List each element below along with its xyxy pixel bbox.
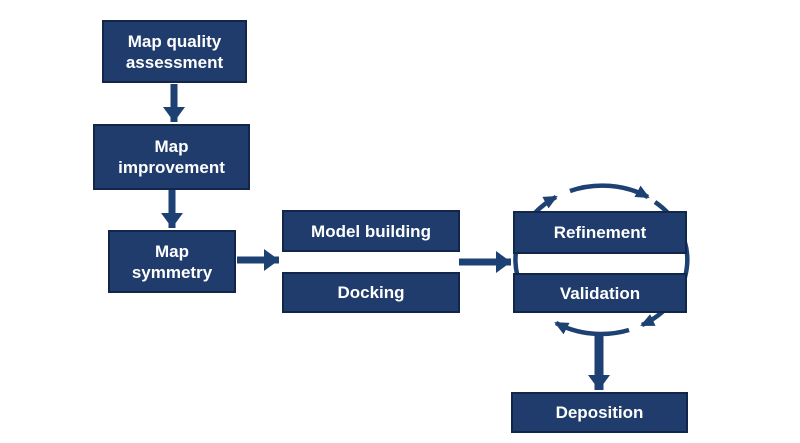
node-model-building: Model building xyxy=(282,210,460,252)
cycle-arc-bottom xyxy=(554,321,630,337)
node-label: Map quality assessment xyxy=(125,31,224,72)
node-label: Validation xyxy=(559,283,641,303)
node-label: Model building xyxy=(311,221,431,241)
node-label: Map improvement xyxy=(118,137,225,177)
node-label: Docking xyxy=(337,283,405,302)
node-map-quality-assessment: Map quality assessment xyxy=(102,20,247,83)
node-map-symmetry: Map symmetry xyxy=(108,230,236,293)
node-label: Map symmetry xyxy=(131,241,213,282)
node-map-improvement: Map improvement xyxy=(93,124,250,190)
node-label: Refinement xyxy=(553,223,647,242)
cycle-arc-top xyxy=(569,183,650,199)
node-docking: Docking xyxy=(282,272,460,313)
node-validation: Validation xyxy=(513,273,687,313)
node-refinement: Refinement xyxy=(513,211,687,254)
node-deposition: Deposition xyxy=(511,392,688,433)
node-label: Deposition xyxy=(555,403,644,422)
